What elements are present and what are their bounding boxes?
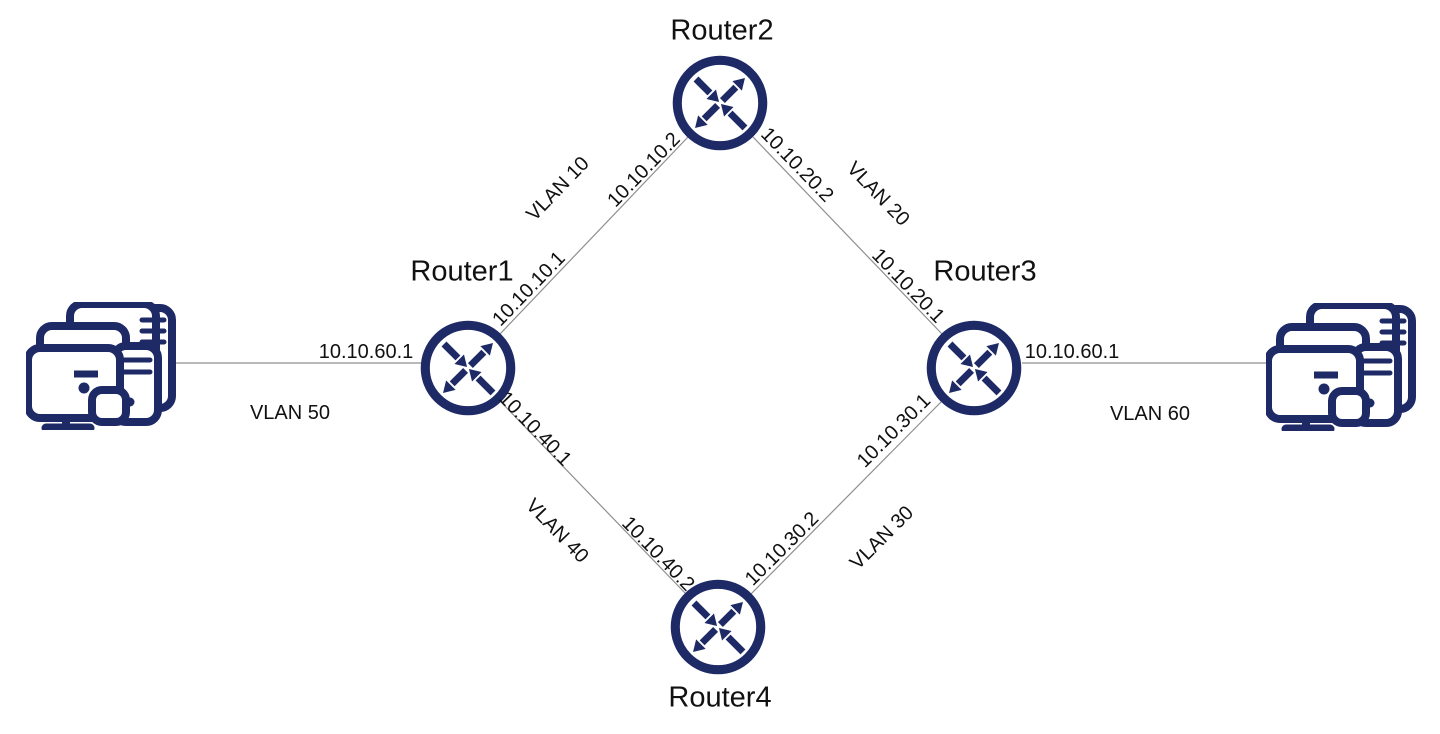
router2-icon — [672, 55, 768, 151]
router3-label: Router3 — [933, 255, 1037, 288]
router3-icon — [926, 320, 1022, 416]
router1-label: Router1 — [410, 255, 514, 288]
link-router2-router3 — [752, 136, 943, 335]
vlan50-label: VLAN 50 — [249, 402, 331, 424]
ip-label-lan60: 10.10.60.1 — [1024, 341, 1120, 363]
link-router1-router4 — [500, 401, 686, 594]
router2-label: Router2 — [670, 14, 774, 47]
ip-label-lan50: 10.10.60.1 — [318, 341, 414, 363]
link-router1-router2 — [499, 136, 689, 335]
vlan60-label: VLAN 60 — [1109, 403, 1191, 425]
router4-label: Router4 — [668, 681, 772, 714]
link-router4-router3 — [750, 401, 942, 595]
hosts-cluster-left-icon — [26, 302, 176, 430]
hosts-cluster-right-icon — [1266, 303, 1416, 431]
